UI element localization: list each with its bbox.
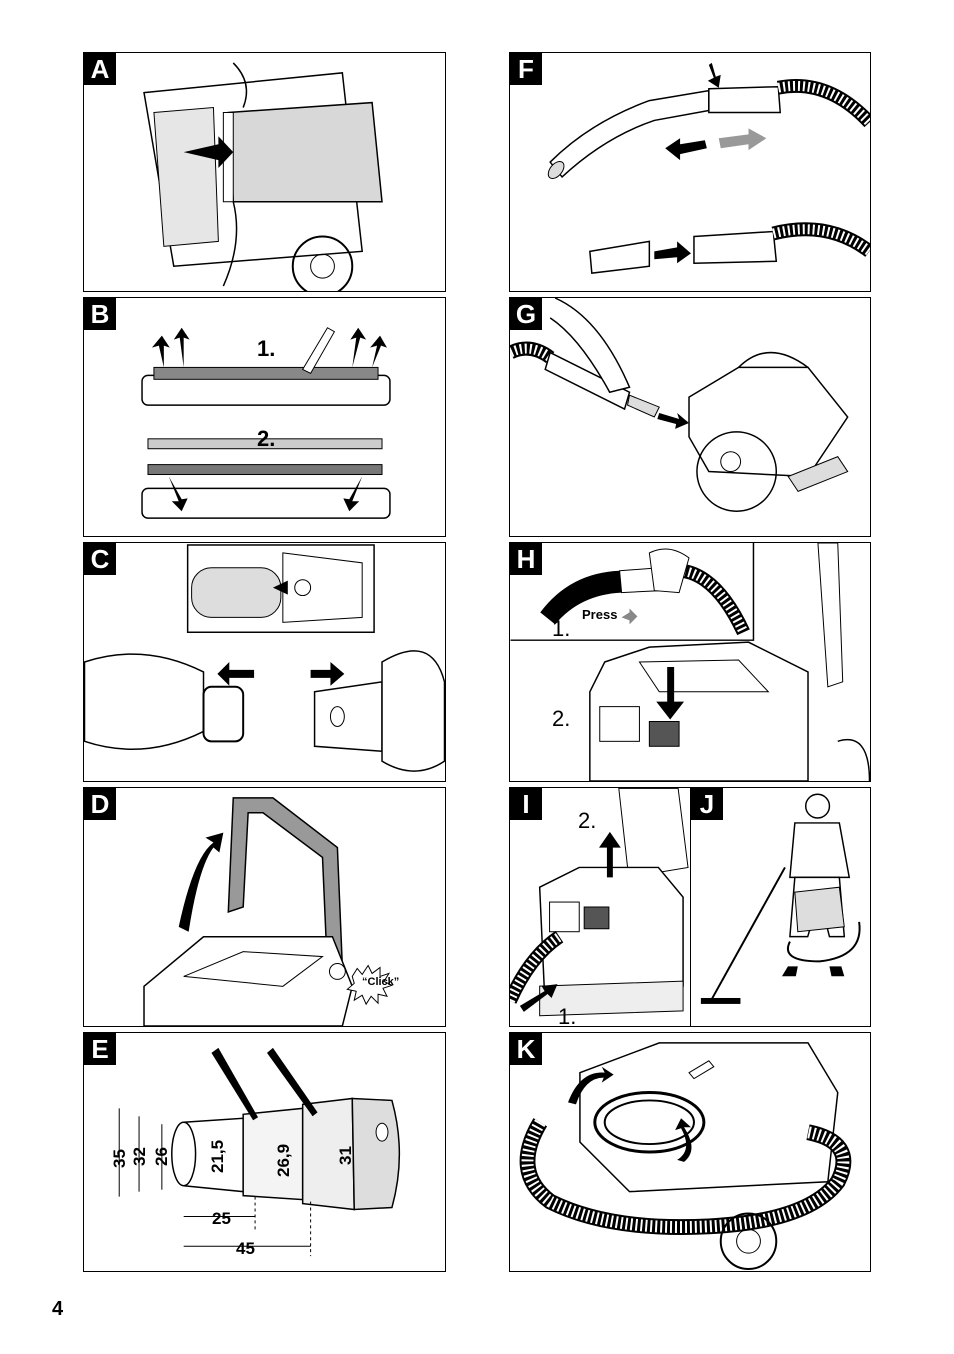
step-1-label: 1. [257,336,276,361]
step-2-label: 2. [257,426,276,451]
panel-letter-d: D [84,788,116,820]
illustration-adapter-dimensions [118,1047,401,1257]
panel-e: E 35 32 26 21,5 26,9 31 25 45 [83,1032,446,1272]
illustration-fold-up-handle [143,797,394,1026]
panel-letter-a: A [84,53,116,85]
panel-letter-i: I [510,788,542,820]
step-2-label: 2. [578,808,597,833]
panel-letter-e: E [84,1033,116,1065]
dim-35: 35 [110,1149,129,1168]
panel-f: F [509,52,871,292]
illustration-replace-brush-strips [141,327,391,519]
dim-26: 26 [152,1147,171,1166]
panel-letter-f: F [510,53,542,85]
step-2-label: 2. [552,706,571,731]
illustration-store-hose-cable [519,1042,852,1271]
press-label: Press [582,607,618,622]
illustration-connect-hose-adapter [84,544,445,772]
dim-26-9: 26,9 [274,1143,293,1177]
illustration-remove-filter-bag [143,62,383,291]
illustration-connect-power-tool [510,298,849,512]
step-1-label: 1. [558,1004,577,1027]
step-1-label: 1. [552,616,571,641]
panel-c: C [83,542,446,782]
panel-letter-k: K [510,1033,542,1065]
illustration-remove-lid-container [510,788,689,1017]
dim-21-5: 21,5 [208,1139,227,1173]
panel-letter-b: B [84,298,116,330]
panel-k: K [509,1032,871,1272]
panel-j: J [690,787,871,1027]
panel-g: G [509,297,871,537]
illustration-switch-on-device [510,543,870,781]
panel-h: H 1. Press 2. [509,542,871,782]
panel-d: D “Click” [83,787,446,1027]
dim-32: 32 [130,1147,149,1166]
panel-b: B 1. 2. [83,297,446,537]
illustration-carry-device-vacuuming [700,793,861,1004]
panel-letter-g: G [510,298,542,330]
dim-25: 25 [212,1209,231,1228]
panel-letter-h: H [510,543,542,575]
dim-31: 31 [336,1146,355,1165]
panel-i: I 2. 1. [509,787,691,1027]
click-sound-label: “Click” [362,976,400,988]
dim-45: 45 [236,1239,255,1258]
page-number: 4 [52,1298,64,1320]
panel-a: A [83,52,446,292]
panel-letter-j: J [691,788,723,820]
illustration-attach-hose-handle [547,62,870,274]
panel-letter-c: C [84,543,116,575]
